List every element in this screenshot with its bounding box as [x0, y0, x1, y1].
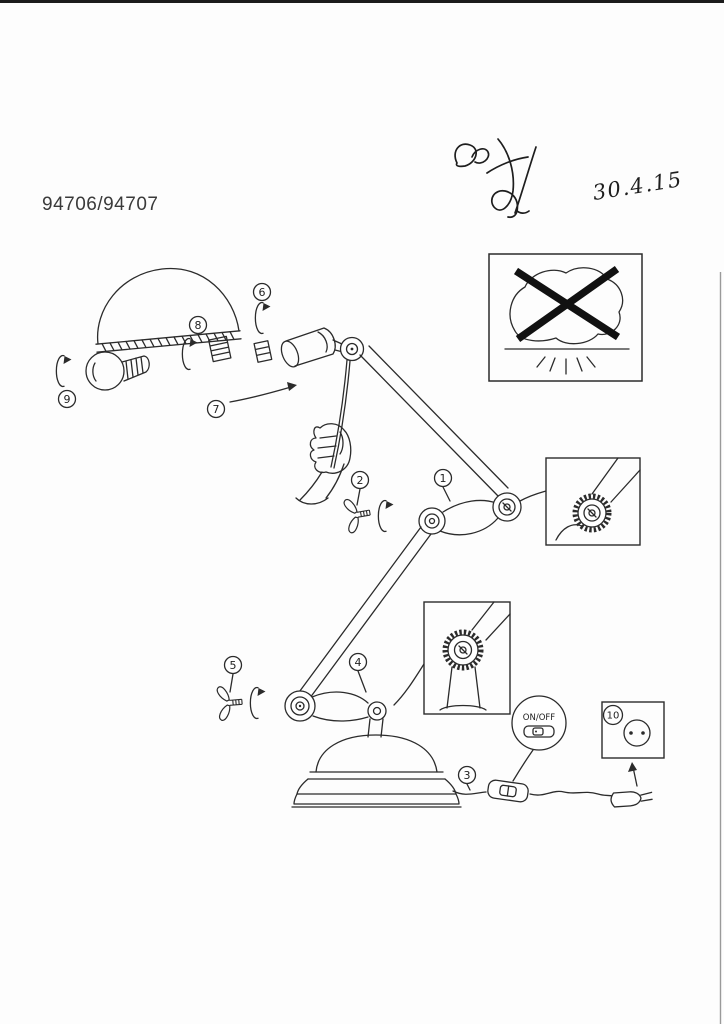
callout-2: 2	[350, 470, 370, 490]
base-dome	[315, 734, 438, 773]
power-plug	[610, 791, 653, 808]
callout-10: 10	[602, 704, 624, 726]
base-stem	[367, 718, 384, 738]
lower-yoke	[311, 691, 369, 722]
shade-dome	[96, 267, 240, 345]
svg-text:3: 3	[464, 769, 471, 782]
svg-text:2: 2	[357, 474, 364, 487]
light-rays	[536, 356, 596, 375]
elbow-joint	[418, 492, 522, 536]
bulb-glass	[85, 351, 125, 391]
pull-rod	[330, 359, 351, 469]
callout-4: 4	[348, 652, 368, 672]
inset-upper-leader	[519, 490, 547, 502]
svg-text:7: 7	[213, 403, 220, 416]
wall-outlet	[623, 719, 651, 747]
ring-collar-8	[208, 335, 232, 363]
plug-prongs	[640, 791, 653, 802]
svg-text:10: 10	[607, 711, 620, 722]
base-plinth	[291, 793, 462, 808]
twist-arrow-5	[249, 686, 267, 720]
lamp-base	[291, 718, 462, 808]
lamp-socket	[280, 327, 344, 368]
warning-box-frame	[488, 253, 643, 382]
svg-text:8: 8	[195, 319, 202, 332]
cloth-blob	[509, 267, 624, 345]
threaded-ring-6	[253, 340, 273, 363]
hand	[295, 423, 352, 505]
lower-joint	[284, 690, 387, 722]
callout-5-leader	[229, 673, 234, 693]
callout-8: 8	[188, 315, 208, 335]
callout-5: 5	[223, 655, 243, 675]
lower-arm	[293, 526, 432, 707]
upper-arm	[359, 345, 509, 498]
gear-teeth	[572, 493, 612, 533]
power-cord	[452, 790, 614, 797]
cross-out-x	[513, 265, 621, 343]
inline-switch	[487, 779, 529, 803]
head-pivot-joint	[339, 336, 365, 362]
elbow-yoke	[439, 499, 499, 536]
onoff-detail: ON/OFF	[511, 695, 567, 782]
do-not-cover-warning-box	[488, 253, 643, 382]
svg-text:4: 4	[355, 656, 362, 669]
signature	[454, 138, 537, 219]
onoff-label: ON/OFF	[523, 713, 555, 723]
twist-arrow-2	[377, 499, 395, 533]
handwritten-date: 30.4.15	[591, 167, 684, 205]
shade-rim	[95, 330, 242, 353]
swing-arrow-7	[229, 382, 297, 403]
model-number: 94706/94707	[42, 194, 158, 215]
onoff-switch-drawing	[523, 725, 555, 738]
joint-detail-inset-upper	[519, 457, 641, 546]
twist-arrow-6	[254, 301, 272, 335]
scan-edge-top	[0, 0, 724, 3]
svg-text:5: 5	[230, 659, 237, 672]
callout-1-leader	[442, 486, 451, 502]
callout-6: 6	[252, 282, 272, 302]
twist-arrow-9	[55, 354, 73, 388]
callout-2-leader	[356, 488, 361, 506]
svg-text:1: 1	[440, 472, 447, 485]
svg-text:6: 6	[259, 286, 266, 299]
callout-3-leader	[466, 783, 471, 791]
bulb-base	[121, 355, 150, 382]
callout-7: 7	[206, 399, 226, 419]
svg-text:9: 9	[64, 393, 71, 406]
callout-4-leader	[357, 670, 367, 693]
light-bulb	[85, 351, 150, 391]
lamp-shade	[95, 267, 242, 353]
plug-to-socket-arrow	[628, 762, 638, 787]
callout-3: 3	[457, 765, 477, 785]
onoff-leader	[512, 749, 534, 782]
gear-teeth	[442, 629, 484, 671]
joint-detail-inset-lower	[393, 601, 511, 715]
inset-lower-leader	[393, 663, 425, 706]
bulb-highlight	[92, 362, 97, 382]
callout-1: 1	[433, 468, 453, 488]
callout-9: 9	[57, 389, 77, 409]
base-skirt	[296, 778, 457, 795]
